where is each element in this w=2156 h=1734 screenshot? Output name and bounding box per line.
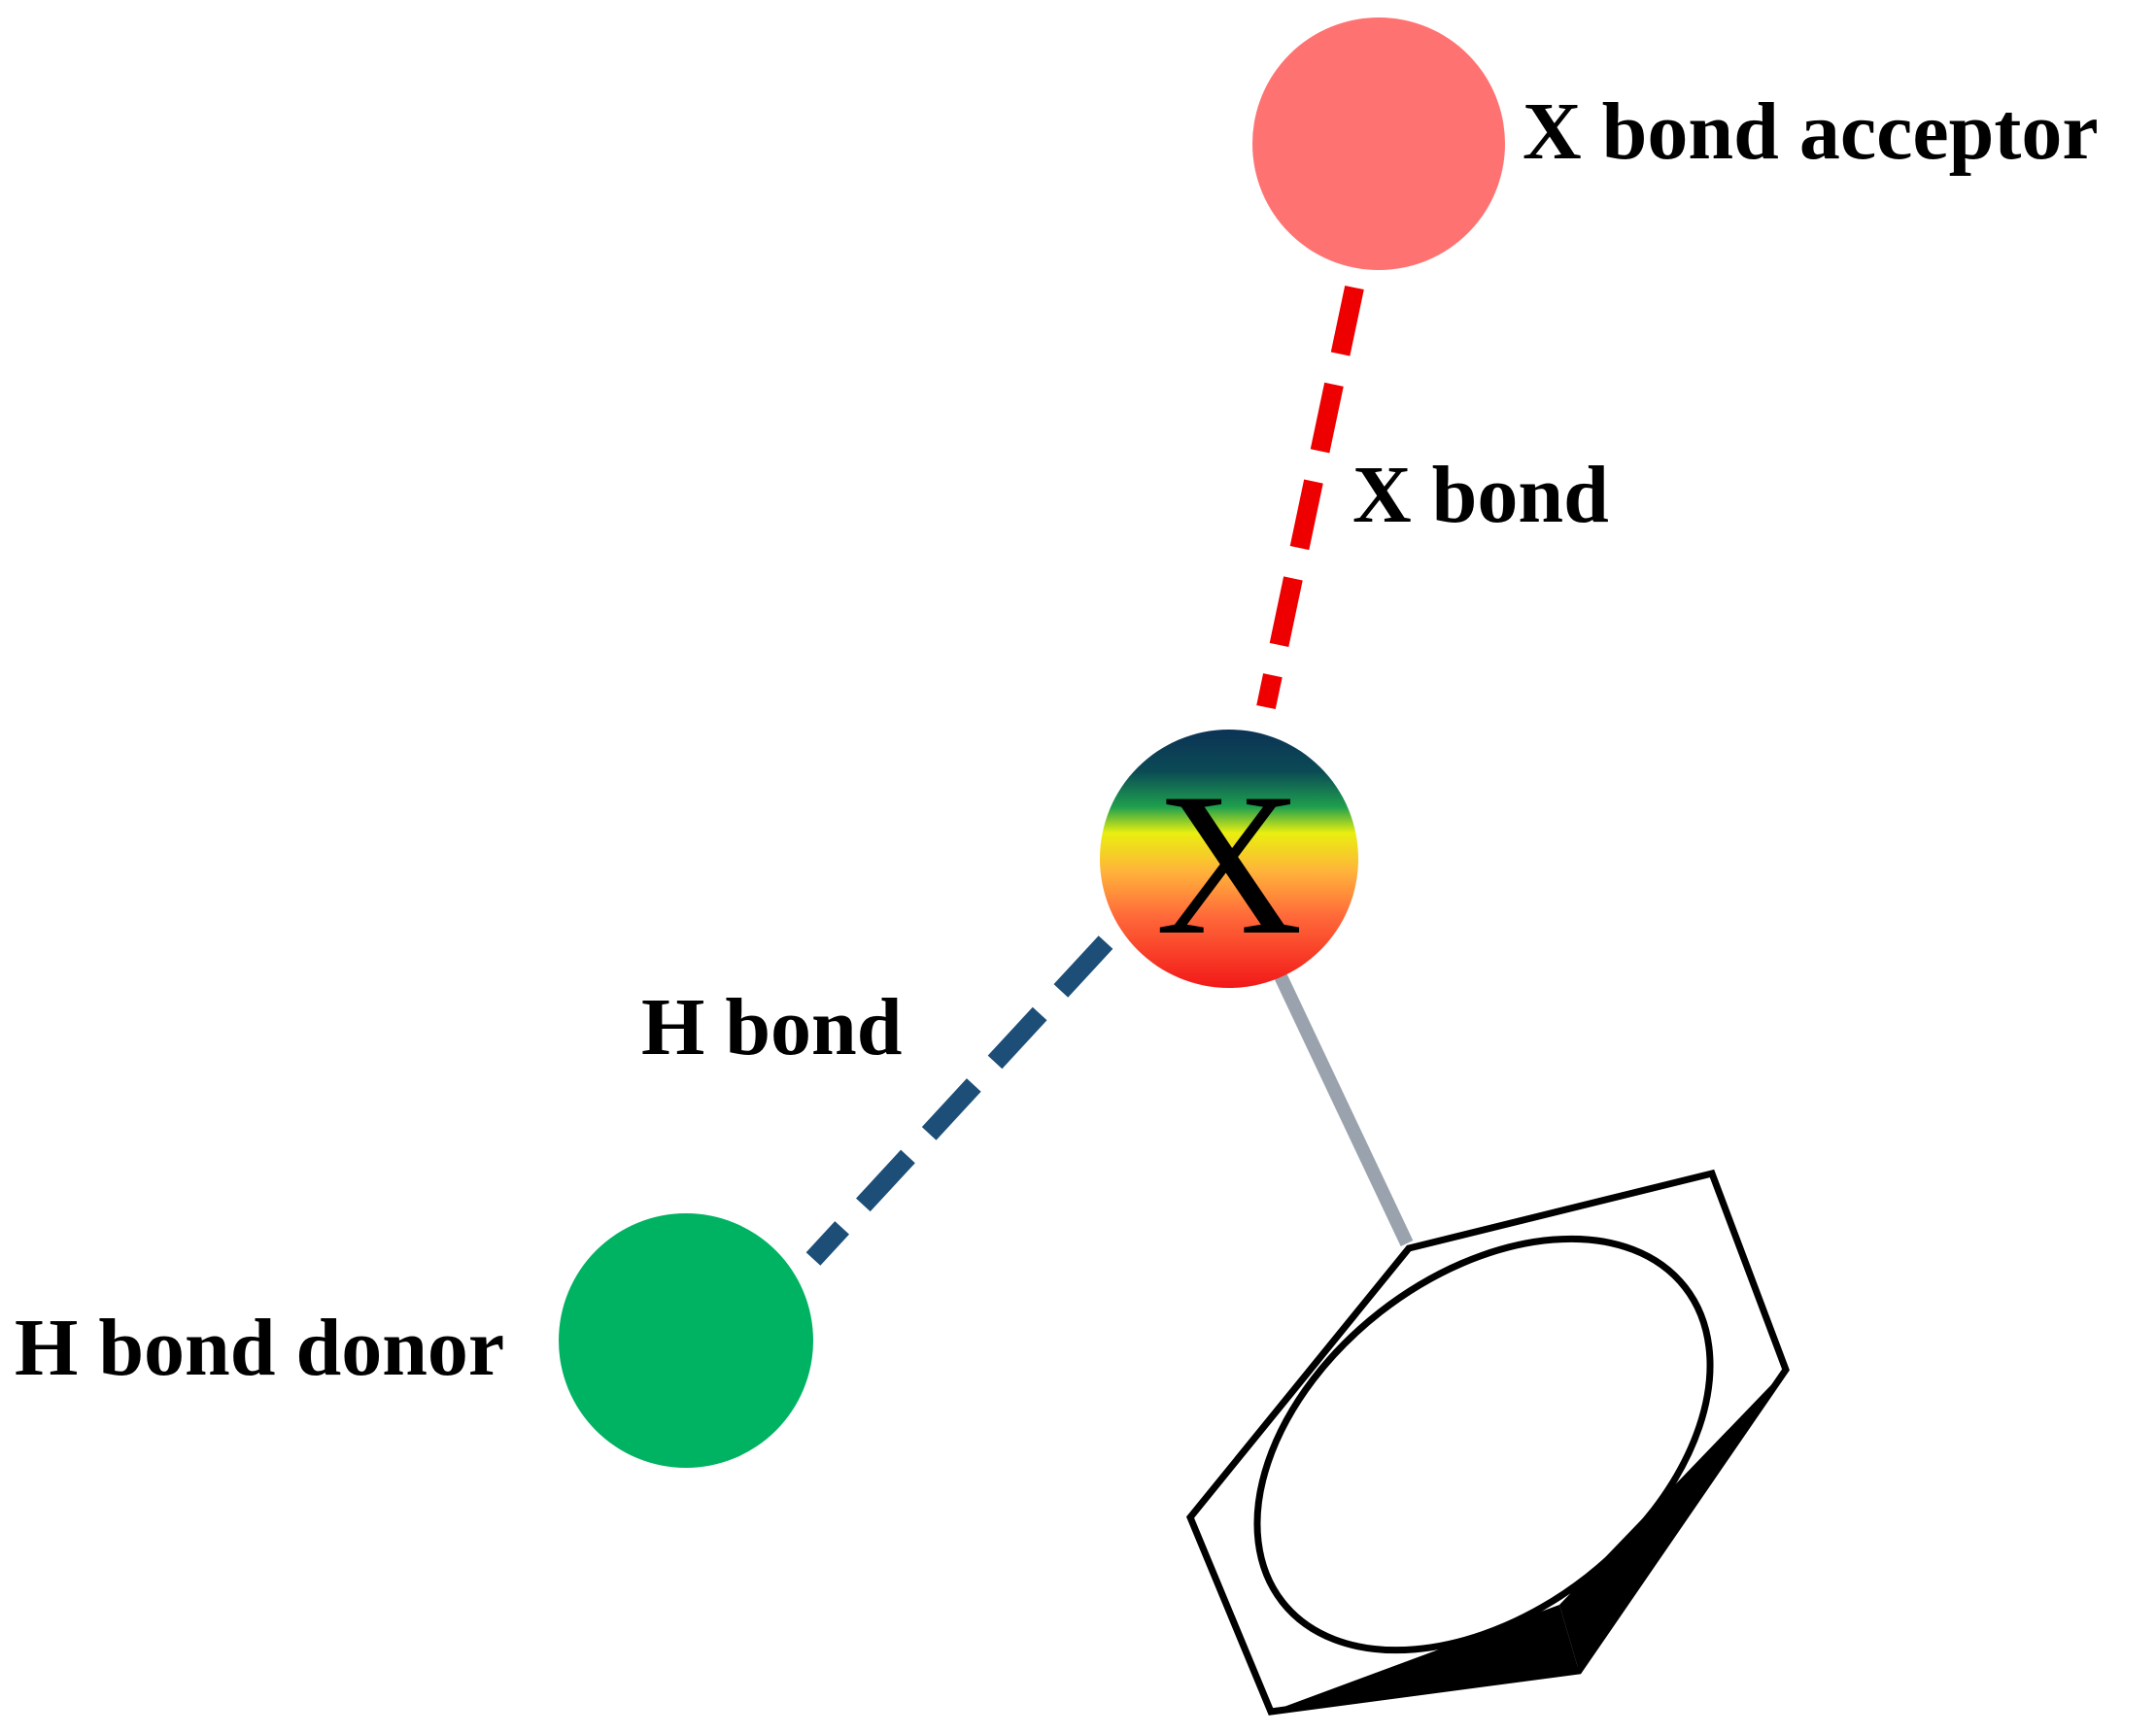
x-bond-acceptor-atom <box>1252 17 1505 270</box>
x-bond-acceptor-label: X bond acceptor <box>1523 86 2099 177</box>
halogen-atom <box>1100 730 1358 988</box>
h-bond-donor-label: H bond donor <box>15 1303 504 1393</box>
benzene-ring-shaded-face <box>1271 1605 1579 1712</box>
benzene-ring <box>1185 1169 1790 1716</box>
h-bond-label: H bond <box>641 982 903 1072</box>
covalent-bond-line <box>1274 973 1414 1246</box>
h-bond-donor-atom <box>559 1213 813 1468</box>
x-bond-dashed-line <box>1256 285 1364 710</box>
h-bond-dashed-line <box>805 935 1113 1266</box>
x-bond-label: X bond <box>1352 450 1609 540</box>
benzene-ring-shaded-edge <box>1559 1370 1786 1671</box>
halogen-atom-letter: X <box>1155 752 1303 977</box>
benzene-ring-aromatic-circle <box>1253 1235 1714 1654</box>
